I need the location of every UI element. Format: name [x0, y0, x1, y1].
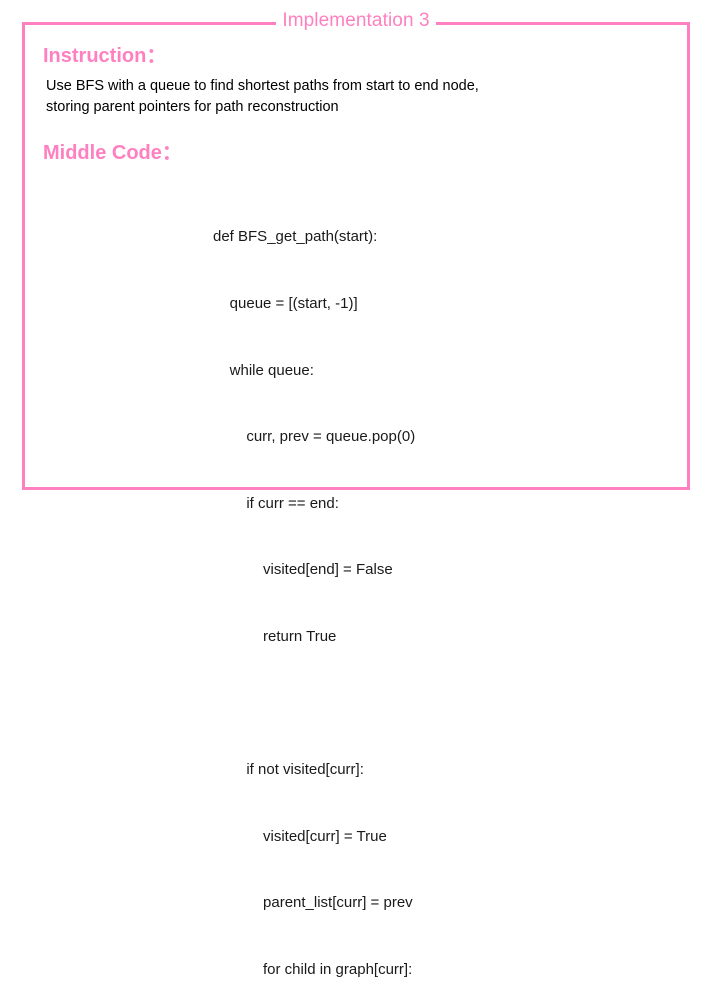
implementation-panel: Implementation 3 Instruction： Use BFS wi… — [22, 10, 690, 978]
code-line: def BFS_get_path(start): — [213, 228, 378, 246]
code-line: if curr == end: — [213, 494, 339, 512]
instruction-line: storing parent pointers for path reconst… — [46, 99, 339, 115]
code-line: parent_list[curr] = prev — [213, 894, 413, 912]
code-line: visited[curr] = True — [213, 827, 387, 845]
instruction-line: Use BFS with a queue to find shortest pa… — [46, 78, 479, 94]
code-line: visited[end] = False — [213, 561, 393, 579]
panel-body: Instruction： Use BFS with a queue to fin… — [25, 25, 687, 978]
code-line: queue = [(start, -1)] — [213, 295, 358, 313]
instruction-text: Use BFS with a queue to find shortest pa… — [46, 76, 646, 118]
middle-code-block: def BFS_get_path(start): queue = [(start… — [43, 182, 669, 1004]
code-line: while queue: — [213, 361, 314, 379]
code-line: curr, prev = queue.pop(0) — [213, 428, 416, 446]
middle-code-heading: Middle Code： — [43, 142, 182, 164]
code-line-blank — [213, 693, 669, 715]
code-line: for child in graph[curr]: — [213, 961, 413, 979]
instruction-heading: Instruction： — [43, 45, 167, 67]
code-line: if not visited[curr]: — [213, 761, 364, 779]
code-line: return True — [213, 628, 337, 646]
